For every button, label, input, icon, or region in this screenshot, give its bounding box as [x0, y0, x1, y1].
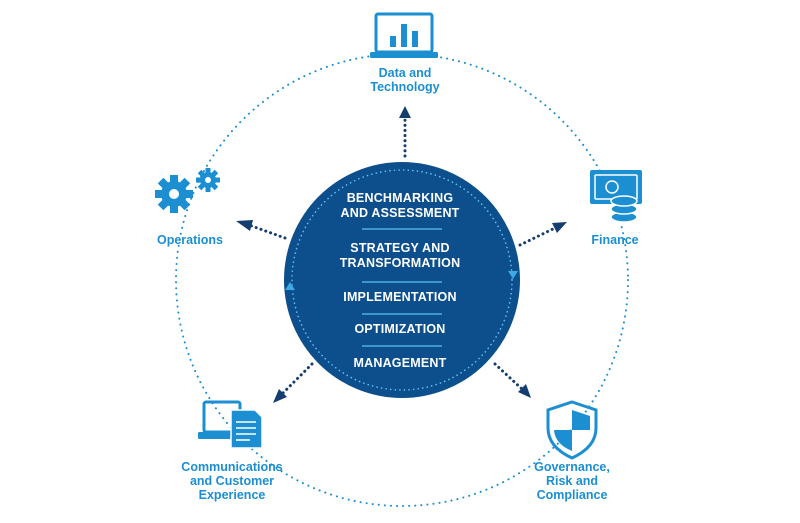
stage-implementation: IMPLEMENTATION: [300, 290, 500, 305]
money-coins-icon: [590, 170, 642, 223]
center-circle: [284, 162, 520, 398]
laptop-document-icon: [198, 400, 263, 449]
laptop-chart-icon: [370, 12, 438, 58]
node-label-data-technology: Data and Technology: [345, 66, 465, 94]
node-label-line: Data and: [378, 66, 432, 80]
node-label-line: Risk and: [545, 474, 599, 488]
stage-line: BENCHMARKING: [346, 191, 454, 205]
node-label-line: Compliance: [536, 488, 608, 502]
node-label-line: Finance: [591, 233, 639, 247]
gears-icon: [155, 168, 220, 213]
stage-line: TRANSFORMATION: [339, 256, 461, 270]
stage-line: AND ASSESSMENT: [340, 206, 460, 220]
stage-strategy: STRATEGY AND TRANSFORMATION: [300, 241, 500, 271]
stage-management: MANAGEMENT: [300, 356, 500, 371]
ring-arrow-right: [508, 271, 518, 279]
stage-optimization: OPTIMIZATION: [300, 322, 500, 337]
node-label-line: Communications: [181, 460, 283, 474]
node-label-line: and Customer: [189, 474, 275, 488]
node-label-finance: Finance: [575, 233, 655, 247]
node-label-governance: Governance, Risk and Compliance: [512, 460, 632, 502]
stage-line: OPTIMIZATION: [354, 322, 446, 336]
inner-dotted-ring: [291, 169, 513, 391]
node-label-line: Experience: [198, 488, 266, 502]
connector-arrow-operations: [236, 220, 287, 240]
node-label-line: Operations: [157, 233, 223, 247]
node-label-communications: Communications and Customer Experience: [162, 460, 302, 502]
connector-arrow-finance: [518, 222, 567, 247]
node-label-operations: Operations: [140, 233, 240, 247]
outer-dotted-ring: [175, 53, 629, 507]
connector-arrow-governance: [493, 362, 531, 398]
stage-line: STRATEGY AND: [350, 241, 450, 255]
connector-arrow-communications: [273, 362, 314, 403]
node-label-line: Governance,: [534, 460, 610, 474]
stage-line: MANAGEMENT: [353, 356, 447, 370]
shield-icon: [546, 400, 598, 460]
node-label-line: Technology: [370, 80, 440, 94]
stage-line: IMPLEMENTATION: [343, 290, 457, 304]
ring-arrow-left: [285, 282, 295, 290]
connector-arrow-top: [399, 106, 411, 158]
stage-benchmarking: BENCHMARKING AND ASSESSMENT: [300, 191, 500, 221]
